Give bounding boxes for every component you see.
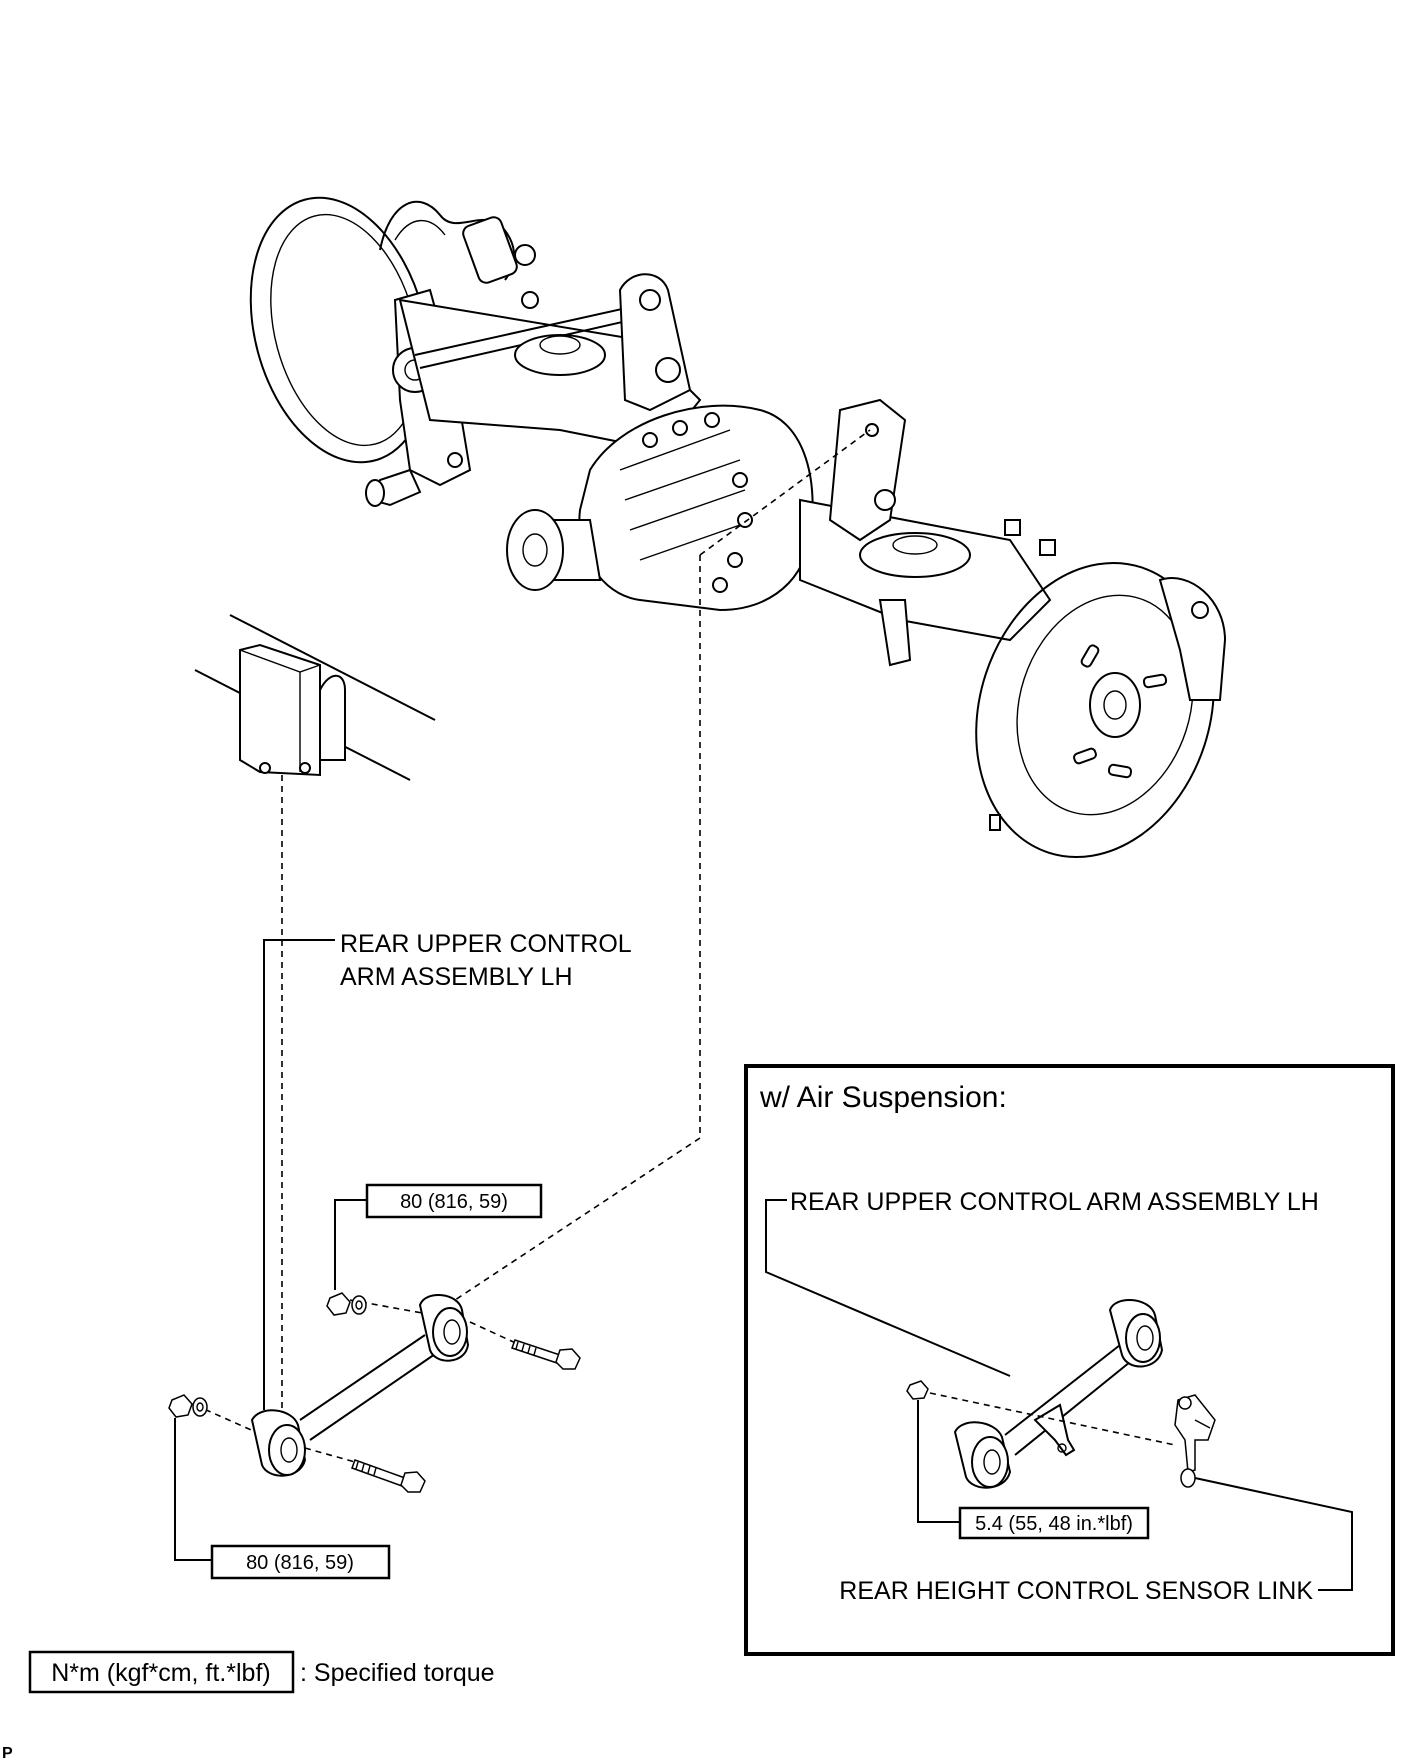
legend-box-text: N*m (kgf*cm, ft.*lbf) [51, 1659, 270, 1687]
upper-arm-label-line1: REAR UPPER CONTROL [340, 930, 632, 958]
torque-box-top: 80 (816, 59) [365, 1183, 543, 1219]
air-suspension-inset: w/ Air Suspension: REAR UPPER CONTROL AR… [744, 1064, 1395, 1656]
frame-crossmember [194, 614, 436, 781]
nut-inset [906, 1380, 929, 1400]
arm-bushing-front [268, 1424, 306, 1476]
dashed-connection-lines [194, 429, 871, 1463]
rear-axle-assembly [249, 196, 1227, 859]
arm-bushing-rear [432, 1307, 468, 1357]
nut-upper [326, 1292, 351, 1316]
nut-lower [168, 1394, 193, 1418]
inset-title: w/ Air Suspension: [759, 1081, 1007, 1114]
torque-bottom-text: 80 (816, 59) [246, 1552, 354, 1574]
leader-lines-main [174, 939, 367, 1561]
legend: N*m (kgf*cm, ft.*lbf) : Specified torque [28, 1650, 495, 1694]
torque-top-text: 80 (816, 59) [400, 1191, 508, 1213]
fasteners-main [168, 1292, 581, 1493]
legend-torque-box [28, 1650, 295, 1694]
upper-arm-label-line2: ARM ASSEMBLY LH [340, 963, 573, 991]
torque-box-inset [958, 1506, 1150, 1540]
upper-arm-inset-label: REAR UPPER CONTROL ARM ASSEMBLY LH [790, 1188, 1319, 1216]
height-sensor-link [1174, 1394, 1216, 1488]
sensor-link-label: REAR HEIGHT CONTROL SENSOR LINK [839, 1577, 1313, 1605]
legend-text: : Specified torque [300, 1659, 495, 1687]
rear-upper-control-arm-inset [953, 1298, 1164, 1489]
bolt-lower [351, 1459, 426, 1493]
companion-flange [506, 509, 564, 591]
bolt-upper [511, 1339, 581, 1370]
washer-lower [192, 1397, 208, 1417]
inset-frame [744, 1064, 1395, 1656]
torque-inset-text: 5.4 (55, 48 in.*lbf) [975, 1513, 1133, 1535]
right-brake-disc [975, 561, 1215, 859]
rear-upper-control-arm-main [250, 1293, 470, 1477]
washer-upper [351, 1295, 367, 1315]
corner-mark: P [2, 1745, 13, 1762]
torque-box-bottom: 80 (816, 59) [210, 1544, 391, 1580]
